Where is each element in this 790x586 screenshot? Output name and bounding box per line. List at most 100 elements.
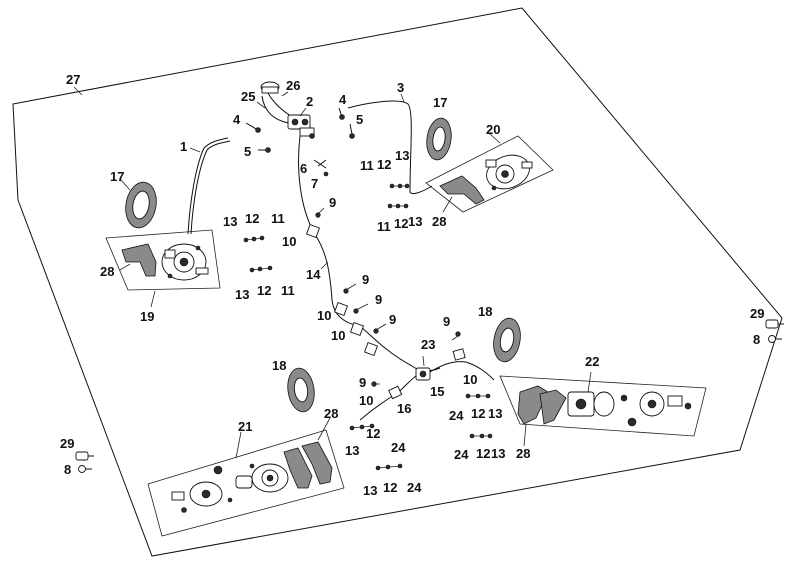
callout-24-d: 24 bbox=[407, 480, 422, 495]
callout-4-right: 4 bbox=[339, 92, 347, 107]
leader-28d bbox=[523, 423, 527, 447]
callout-18-right: 18 bbox=[478, 304, 492, 319]
callout-13-f: 13 bbox=[345, 443, 359, 458]
brake-disc-18-left bbox=[287, 367, 315, 413]
callout-13-a: 13 bbox=[395, 148, 409, 163]
brake-disc-18-right bbox=[493, 317, 521, 363]
callout-10-d: 10 bbox=[463, 372, 477, 387]
caliper-assembly-22 bbox=[499, 375, 707, 437]
bracket-10-d bbox=[364, 342, 378, 356]
callout-6: 6 bbox=[300, 161, 307, 176]
callout-8-left: 8 bbox=[64, 462, 71, 477]
callout-5-right: 5 bbox=[356, 112, 363, 127]
brake-hose-1 bbox=[187, 137, 229, 235]
callout-7: 7 bbox=[311, 176, 318, 191]
leader-19 bbox=[150, 290, 156, 308]
callout-13-d: 13 bbox=[235, 287, 249, 302]
hardware-cluster-lower-right bbox=[465, 393, 493, 439]
brake-hose-1-edge bbox=[190, 140, 231, 235]
callout-29-left: 29 bbox=[60, 436, 74, 451]
callout-28-d: 28 bbox=[516, 446, 530, 461]
callout-12-h: 12 bbox=[383, 480, 397, 495]
callout-10-c: 10 bbox=[331, 328, 345, 343]
callout-25: 25 bbox=[241, 89, 255, 104]
brake-line-15 bbox=[429, 361, 495, 381]
leader-22 bbox=[587, 371, 592, 393]
bolt-4-right bbox=[338, 107, 345, 120]
bracket-10-e bbox=[452, 348, 466, 361]
bolt-4-left bbox=[245, 122, 261, 133]
callout-labels: 27 1 2 3 4 4 5 5 6 7 26 25 17 17 20 11 1… bbox=[60, 72, 764, 498]
callout-11-c: 11 bbox=[271, 211, 285, 226]
callout-12-a: 12 bbox=[377, 157, 391, 172]
callout-9-d: 9 bbox=[389, 312, 396, 327]
hardware-cluster-upper-right bbox=[387, 183, 410, 209]
bracket-10-c bbox=[350, 322, 364, 336]
callout-18-left: 18 bbox=[272, 358, 286, 373]
parts-board-outline bbox=[12, 7, 783, 557]
callout-11-d: 11 bbox=[281, 283, 295, 298]
caliper-assembly-19 bbox=[105, 229, 221, 291]
callout-14: 14 bbox=[306, 267, 321, 282]
callout-15: 15 bbox=[430, 384, 444, 399]
hardware-cluster-left bbox=[243, 235, 273, 273]
leader-25 bbox=[256, 101, 266, 109]
callout-26: 26 bbox=[286, 78, 300, 93]
callout-12-f: 12 bbox=[366, 426, 380, 441]
callout-13-h: 13 bbox=[363, 483, 377, 498]
leader-28b bbox=[442, 196, 453, 213]
callout-28-a: 28 bbox=[100, 264, 114, 279]
leader-26 bbox=[281, 91, 289, 97]
callout-28-b: 28 bbox=[432, 214, 446, 229]
callout-3: 3 bbox=[397, 80, 404, 95]
callout-9-a: 9 bbox=[329, 195, 336, 210]
callout-12-e: 12 bbox=[471, 406, 485, 421]
callout-16: 16 bbox=[397, 401, 411, 416]
callout-29-right: 29 bbox=[750, 306, 764, 321]
callout-20: 20 bbox=[486, 122, 500, 137]
bolt-29-right bbox=[765, 319, 784, 329]
callout-24-b: 24 bbox=[391, 440, 406, 455]
callout-12-g: 12 bbox=[476, 446, 490, 461]
callout-12-c: 12 bbox=[245, 211, 259, 226]
bolt-5-right bbox=[349, 123, 355, 139]
callout-13-g: 13 bbox=[491, 446, 505, 461]
callout-5-left: 5 bbox=[244, 144, 251, 159]
callout-17-left: 17 bbox=[110, 169, 124, 184]
callout-21: 21 bbox=[238, 419, 252, 434]
callout-24-a: 24 bbox=[449, 408, 464, 423]
callout-9-b: 9 bbox=[362, 272, 369, 287]
callout-12-d: 12 bbox=[257, 283, 271, 298]
callout-8-right: 8 bbox=[753, 332, 760, 347]
callout-11-a: 11 bbox=[360, 158, 374, 173]
callout-13-e: 13 bbox=[488, 406, 502, 421]
junction-23 bbox=[415, 355, 431, 381]
leader-2 bbox=[299, 107, 307, 117]
callout-24-c: 24 bbox=[454, 447, 469, 462]
callout-23: 23 bbox=[421, 337, 435, 352]
callout-13-c: 13 bbox=[223, 214, 237, 229]
washer-8-right bbox=[768, 335, 782, 343]
leader-14 bbox=[320, 261, 329, 270]
callout-19: 19 bbox=[140, 309, 154, 324]
brake-line-14 bbox=[298, 135, 441, 372]
bolt-5-left bbox=[258, 147, 271, 153]
callout-2: 2 bbox=[306, 94, 313, 109]
bolt-29-left bbox=[75, 451, 94, 461]
leader-21 bbox=[235, 431, 242, 459]
callout-10-b: 10 bbox=[317, 308, 331, 323]
bolts-9 bbox=[315, 207, 461, 387]
caliper-assembly-21 bbox=[147, 429, 345, 537]
callout-10-e: 10 bbox=[359, 393, 373, 408]
master-cylinder bbox=[260, 81, 315, 139]
leader-1 bbox=[189, 147, 201, 153]
leader-27 bbox=[73, 86, 83, 96]
callout-28-c: 28 bbox=[324, 406, 338, 421]
leader-3 bbox=[400, 93, 405, 103]
leader-20 bbox=[489, 133, 501, 144]
callout-10-a: 10 bbox=[282, 234, 296, 249]
callout-27: 27 bbox=[66, 72, 80, 87]
brake-disc-17-left bbox=[125, 181, 157, 229]
bracket-10-a bbox=[306, 224, 320, 238]
